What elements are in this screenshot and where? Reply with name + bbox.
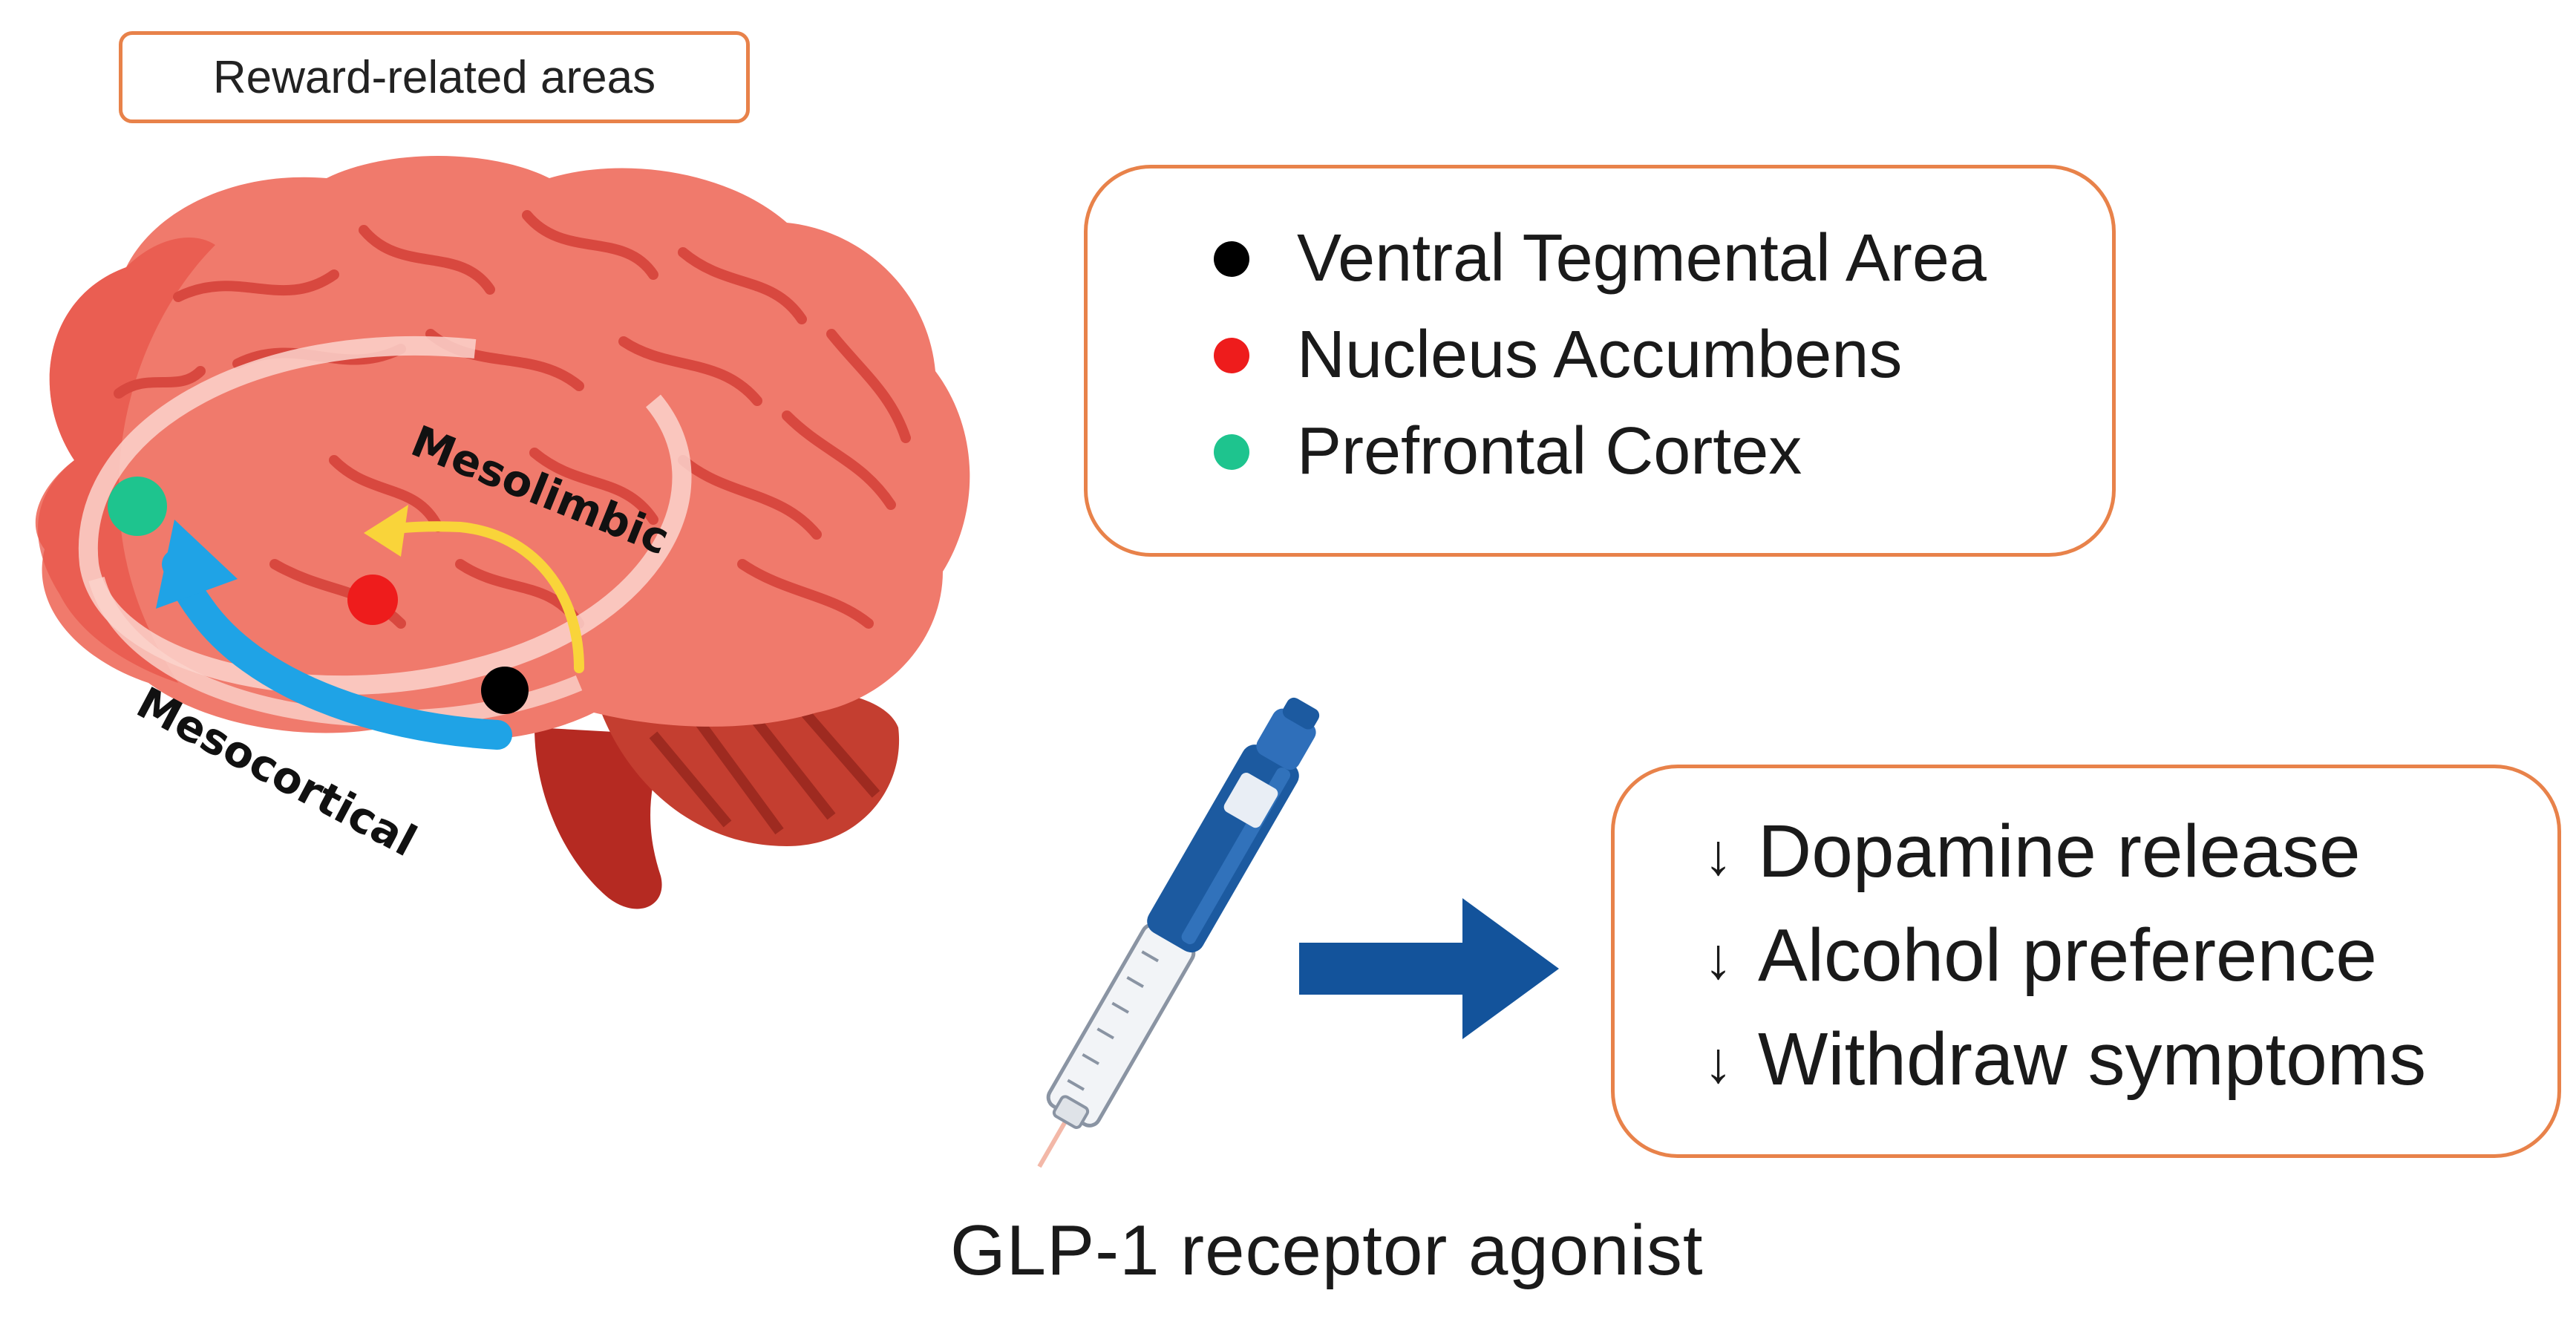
title-box: Reward-related areas: [119, 31, 750, 123]
legend-item: Ventral Tegmental Area: [1214, 220, 1987, 297]
effect-item: ↓ Withdraw symptoms: [1704, 1017, 2426, 1102]
effect-item: ↓ Alcohol preference: [1704, 913, 2377, 998]
legend-label: Prefrontal Cortex: [1297, 414, 1802, 488]
needle: [1037, 1113, 1071, 1168]
legend-dot: [1214, 433, 1249, 470]
limbic-ring: [78, 336, 692, 696]
legend-dot: [1214, 337, 1249, 373]
drug-label: GLP-1 receptor agonist: [950, 1211, 1704, 1290]
brain-illustration: Mesolimbic Mesocortical: [35, 156, 970, 909]
down-arrow-icon: ↓: [1704, 926, 1733, 991]
effect-label: Dopamine release: [1758, 810, 2361, 893]
legend-box: Ventral Tegmental Area Nucleus Accumbens…: [1084, 165, 2116, 557]
pen-dose-window: [1223, 773, 1278, 828]
ventral-tegmental-area-dot: [481, 667, 529, 714]
mesocortical-arrowhead: [156, 520, 238, 609]
legend-dot: [1214, 240, 1249, 277]
effects-box: ↓ Dopamine release ↓ Alcohol preference …: [1611, 765, 2561, 1158]
prefrontal-cortex-dot: [108, 477, 167, 536]
legend-item: Prefrontal Cortex: [1214, 413, 1802, 490]
nucleus-accumbens-dot: [347, 575, 398, 625]
down-arrow-icon: ↓: [1704, 1030, 1733, 1095]
pen-injector-icon: [1037, 697, 1320, 1168]
brain-gyri: [114, 210, 911, 629]
down-arrow-icon: ↓: [1704, 822, 1733, 887]
effect-item: ↓ Dopamine release: [1704, 809, 2361, 894]
legend-item: Nucleus Accumbens: [1214, 317, 1902, 393]
brain-body: [35, 156, 970, 741]
title-text: Reward-related areas: [212, 51, 656, 103]
cerebellum-stripes: [649, 705, 880, 835]
legend-label: Nucleus Accumbens: [1297, 318, 1903, 392]
effect-label: Withdraw symptoms: [1758, 1018, 2427, 1101]
mesolimbic-arrowhead: [364, 505, 408, 557]
mesolimbic-arrow: [377, 521, 584, 673]
result-arrow-icon: [1299, 898, 1559, 1039]
brainstem: [535, 727, 668, 909]
legend-label: Ventral Tegmental Area: [1297, 221, 1987, 295]
effect-label: Alcohol preference: [1758, 914, 2377, 997]
